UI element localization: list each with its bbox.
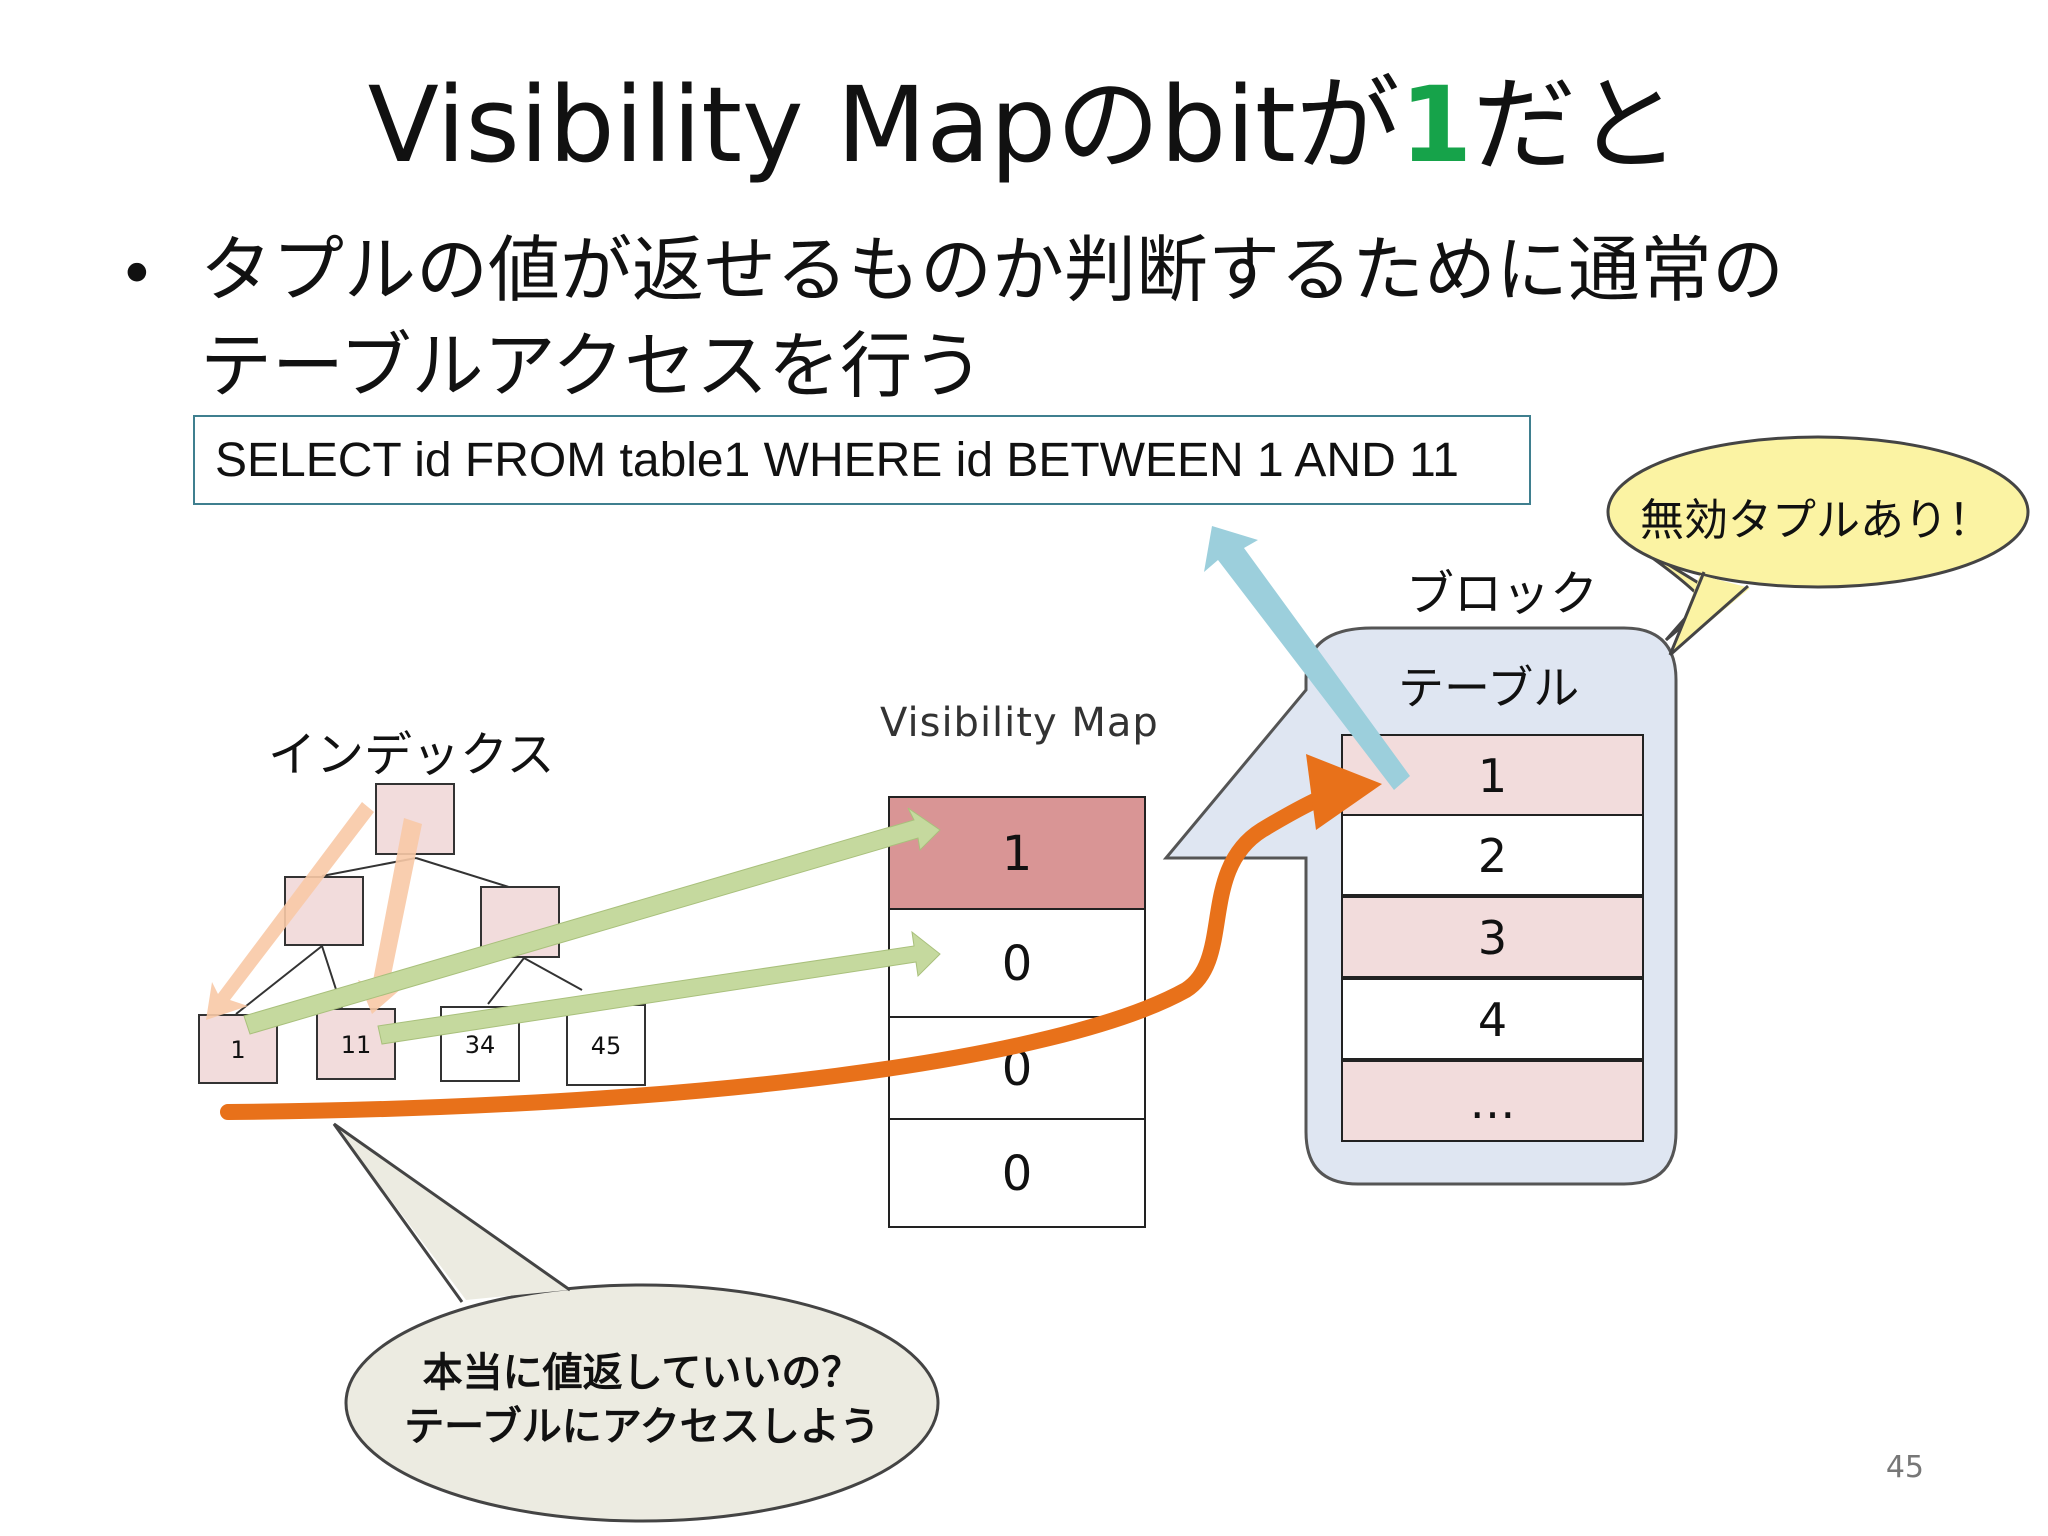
bullet-dot: • (118, 238, 156, 312)
dead-tuple-callout: 無効タプルあり！ (1640, 495, 1992, 546)
question-callout: 本当に値返していいの？ テーブルにアクセスしよう (346, 1346, 938, 1454)
table-row-3: 3 (1341, 896, 1644, 978)
page-number: 45 (1885, 1450, 1924, 1485)
bullet-line-1: タプルの値が返せるものか判断するために通常の (200, 228, 1785, 312)
return-arrow (1204, 526, 1410, 790)
vm-bit-1: 1 (888, 796, 1146, 910)
index-label: インデックス (268, 727, 555, 783)
index-traverse-arrow-1 (206, 802, 374, 1020)
slide-title: Visibility Mapのbitが1だと (0, 60, 2048, 190)
table-label: テーブル (1398, 661, 1580, 715)
title-prefix: Visibility Mapのbitが (367, 64, 1400, 186)
block-label: ブロック (1406, 566, 1599, 622)
index-leaf-11: 11 (316, 1008, 396, 1080)
vm-check-arrow-1 (243, 807, 941, 1035)
title-highlight: 1 (1399, 64, 1473, 186)
vm-check-arrow-2 (377, 930, 941, 1045)
table-row-4: 4 (1341, 978, 1644, 1060)
table-row-5: … (1341, 1060, 1644, 1142)
table-access-arrowhead (1306, 754, 1382, 830)
question-callout-line-2: テーブルにアクセスしよう (404, 1404, 880, 1450)
bullet-line-2: テーブルアクセスを行う (200, 324, 985, 408)
title-suffix: だと (1472, 64, 1681, 186)
sql-query-box: SELECT id FROM table1 WHERE id BETWEEN 1… (193, 415, 1531, 505)
question-callout-ellipse (344, 1283, 940, 1523)
index-traverse-arrow-2 (358, 818, 422, 1014)
visibility-map-label: Visibility Map (880, 700, 1159, 746)
table-row-2: 2 (1341, 814, 1644, 896)
dead-tuple-callout-ellipse (1606, 435, 2030, 589)
table-access-arrow (220, 780, 1356, 1120)
vm-bit-4: 0 (888, 1118, 1146, 1228)
question-callout-line-1: 本当に値返していいの？ (422, 1350, 862, 1396)
bullet-text: タプルの値が返せるものか判断するために通常の テーブルアクセスを行う (200, 222, 1960, 414)
index-leaf-45: 45 (566, 1004, 646, 1086)
